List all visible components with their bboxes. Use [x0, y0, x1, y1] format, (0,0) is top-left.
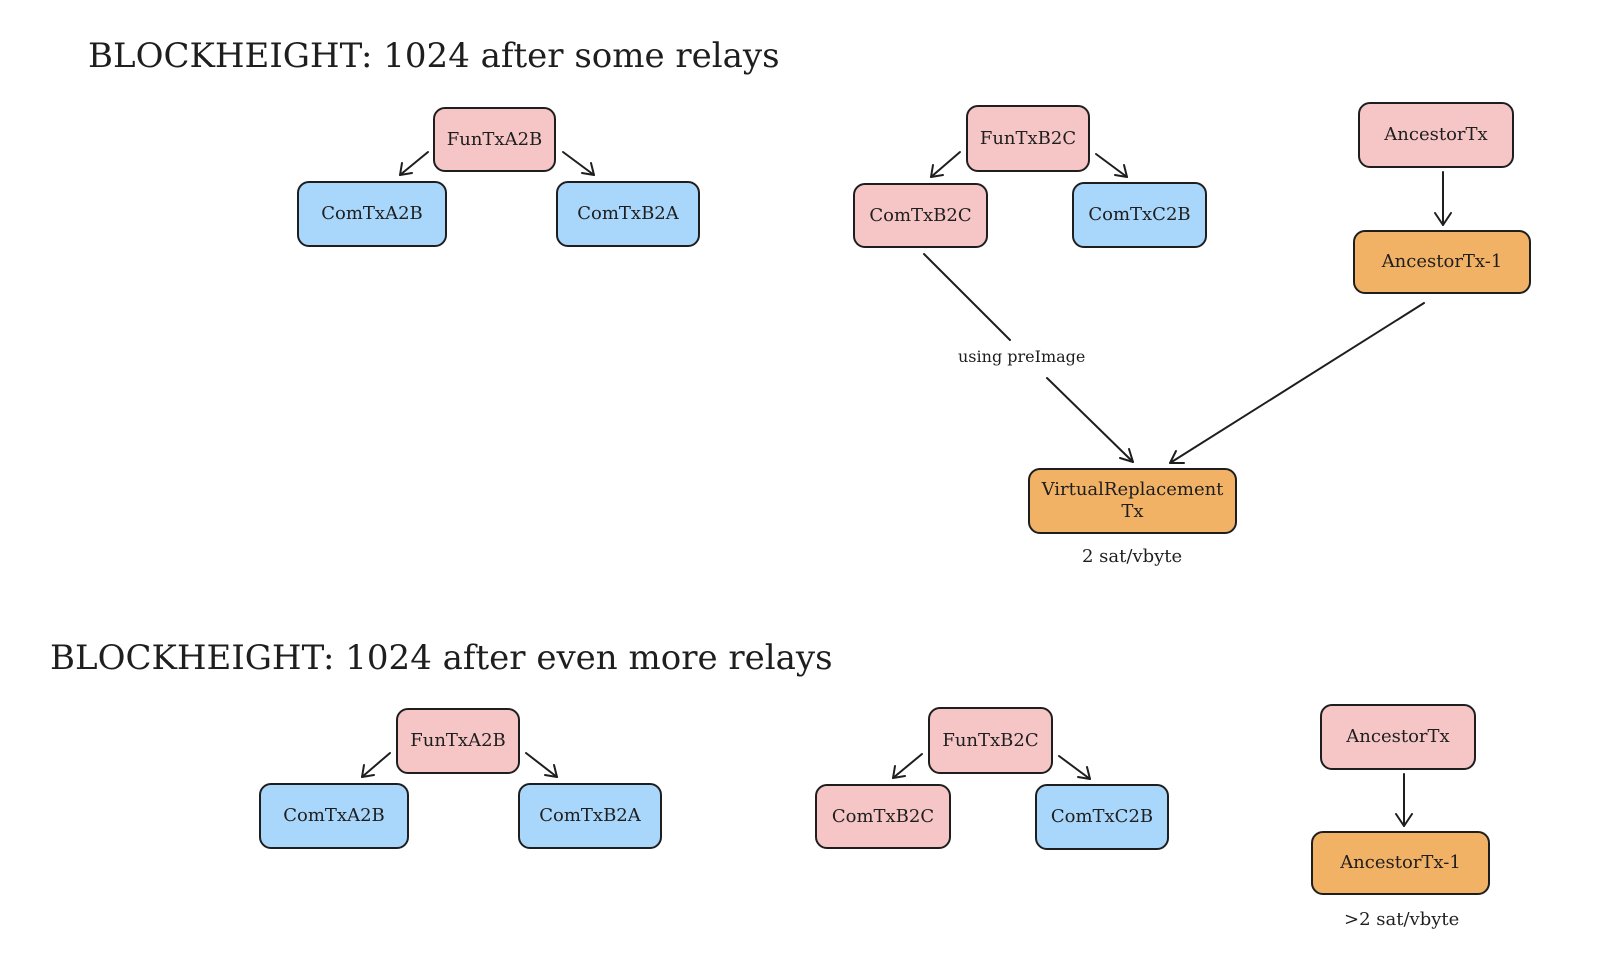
section-2-funtx-a2b-node[interactable]: FunTxA2B	[396, 708, 520, 774]
section-1-using-preimage-label: using preImage	[954, 347, 1090, 367]
section-1-heading: BLOCKHEIGHT: 1024 after some relays	[88, 36, 780, 76]
section-2-arrow-funtx-b2c-to-comtx-c2b	[1058, 755, 1091, 780]
section-1-fee-caption: 2 sat/vbyte	[1082, 546, 1183, 567]
section-1-funtx-b2c-node[interactable]: FunTxB2C	[966, 105, 1090, 172]
section-1-ancestor-tx-1-node[interactable]: AncestorTx-1	[1353, 230, 1531, 294]
section-2-arrow-funtx-a2b-to-comtx-b2a	[525, 752, 558, 778]
section-1-virtual-replacement-tx-node[interactable]: VirtualReplacement Tx	[1028, 468, 1237, 534]
section-1-arrow-ancestor-tx-1-to-virtual-replacement	[1169, 302, 1425, 464]
section-2-arrow-ancestor-tx-to-ancestor-tx-1	[1395, 773, 1413, 827]
section-1-comtx-a2b-node[interactable]: ComTxA2B	[297, 181, 447, 247]
section-2-comtx-b2c-node[interactable]: ComTxB2C	[815, 784, 951, 849]
section-1-arrow-funtx-a2b-to-comtx-a2b	[399, 151, 429, 176]
section-2-fee-caption: >2 sat/vbyte	[1344, 909, 1460, 930]
section-1-arrow-funtx-b2c-to-comtx-b2c	[930, 151, 961, 178]
section-2-comtx-a2b-node[interactable]: ComTxA2B	[259, 783, 409, 849]
section-1-arrow-ancestor-tx-to-ancestor-tx-1	[1434, 171, 1452, 226]
section-2-arrow-funtx-a2b-to-comtx-a2b	[361, 752, 391, 778]
section-1-comtx-b2c-node[interactable]: ComTxB2C	[853, 183, 988, 248]
section-1-arrow-funtx-b2c-to-comtx-c2b	[1095, 153, 1128, 178]
section-2-heading: BLOCKHEIGHT: 1024 after even more relays	[50, 638, 833, 678]
section-1-funtx-a2b-node[interactable]: FunTxA2B	[433, 107, 556, 172]
section-2-comtx-b2a-node[interactable]: ComTxB2A	[518, 783, 662, 849]
section-2-arrow-funtx-b2c-to-comtx-b2c	[892, 753, 923, 779]
section-2-comtx-c2b-node[interactable]: ComTxC2B	[1035, 784, 1169, 850]
section-2-ancestor-tx-1-node[interactable]: AncestorTx-1	[1311, 831, 1490, 895]
section-2-funtx-b2c-node[interactable]: FunTxB2C	[928, 707, 1053, 774]
section-1-comtx-b2a-node[interactable]: ComTxB2A	[556, 181, 700, 247]
section-1-ancestor-tx-node[interactable]: AncestorTx	[1358, 102, 1514, 168]
section-2-ancestor-tx-node[interactable]: AncestorTx	[1320, 704, 1476, 770]
section-1-arrow-funtx-a2b-to-comtx-b2a	[562, 151, 595, 176]
section-1-comtx-c2b-node[interactable]: ComTxC2B	[1072, 182, 1207, 248]
